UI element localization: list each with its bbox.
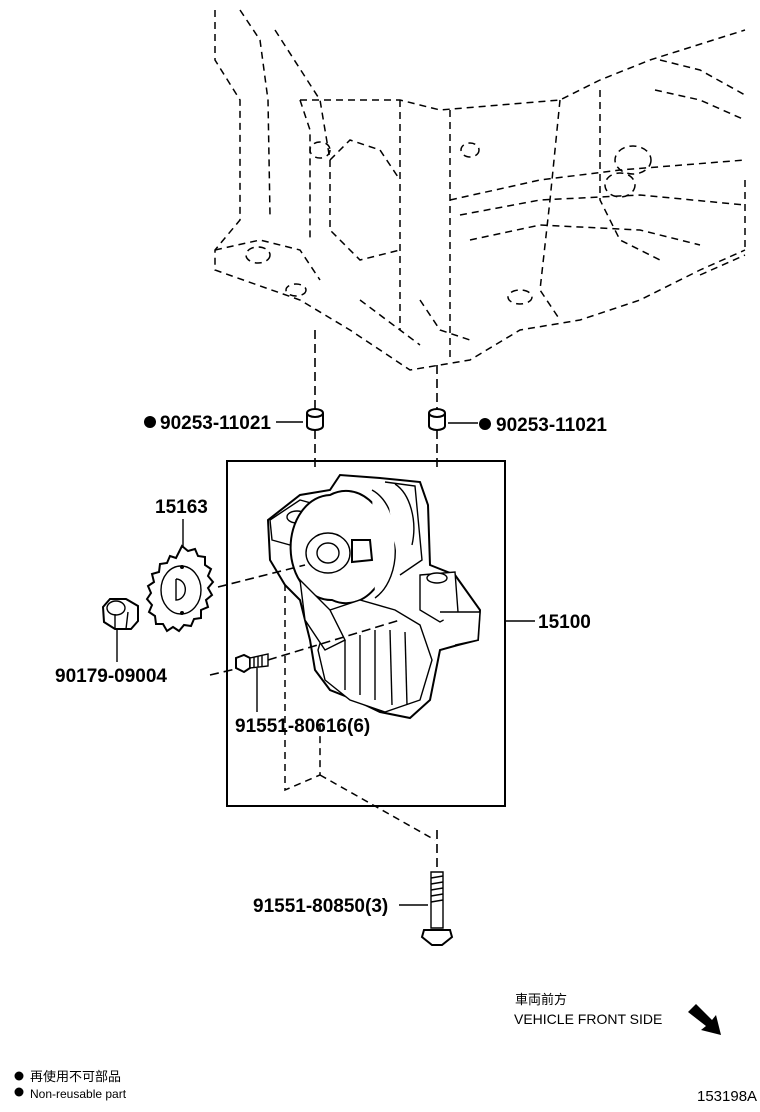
small-bolt-illustration <box>235 653 269 674</box>
oil-pump-illustration <box>266 473 482 841</box>
sprocket-callout: 15163 <box>155 497 208 548</box>
nut-label: 90179-09004 <box>55 666 167 687</box>
long-bolt-illustration <box>420 871 454 946</box>
long-bolt-callout: 91551-80850(3) <box>253 896 428 917</box>
legend-label-en: Non-reusable part <box>30 1087 127 1101</box>
vehicle-front-label-jp: 車両前方 <box>515 992 567 1008</box>
sprocket-illustration <box>145 544 215 633</box>
long-bolt-label: 91551-80850(3) <box>253 896 388 917</box>
nut-illustration <box>101 598 139 630</box>
small-bolt-callout: 91551-80616(6) <box>235 668 370 737</box>
non-reusable-dot-icon <box>14 1087 24 1097</box>
bushing-right <box>428 408 446 431</box>
legend: 再使用不可部品 Non-reusable part <box>14 1069 127 1101</box>
bushing-left <box>306 408 324 431</box>
bolt-alignment-line-2 <box>267 619 401 661</box>
sprocket-label: 15163 <box>155 497 208 518</box>
bushing-right-label: 90253-11021 <box>496 415 607 436</box>
vehicle-front-label-en: VEHICLE FRONT SIDE <box>514 1011 662 1027</box>
bushing-left-label: 90253-11021 <box>160 413 271 434</box>
alignment-lines <box>314 330 438 870</box>
bushing-left-callout: 90253-11021 <box>144 413 303 434</box>
assembly-box <box>226 460 506 807</box>
illustration-code: 153198A <box>697 1088 757 1105</box>
oil-pump-label: 15100 <box>538 612 591 633</box>
vehicle-front-indicator: 車両前方 VEHICLE FRONT SIDE <box>514 992 721 1035</box>
shaft-alignment-line <box>217 564 306 588</box>
nut-callout: 90179-09004 <box>55 630 167 687</box>
arrow-down-right-icon <box>688 1004 721 1035</box>
non-reusable-dot-icon <box>479 418 491 430</box>
oil-pump-callout: 15100 <box>505 612 591 633</box>
engine-block-illustration <box>214 9 746 371</box>
bolt-alignment-line <box>209 667 241 676</box>
legend-label-jp: 再使用不可部品 <box>30 1069 121 1085</box>
bushing-right-callout: 90253-11021 <box>448 415 607 436</box>
non-reusable-dot-icon <box>144 416 156 428</box>
small-bolt-label: 91551-80616(6) <box>235 716 370 737</box>
non-reusable-dot-icon <box>14 1071 24 1081</box>
